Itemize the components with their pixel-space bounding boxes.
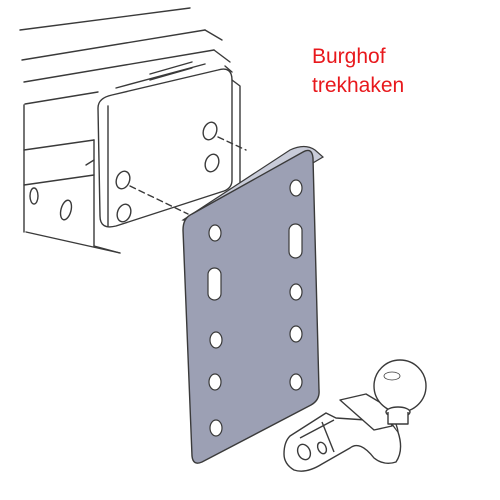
mounting-plate-icon: [181, 145, 325, 464]
tow-ball-coupling-icon: [283, 359, 427, 472]
brand-caption: Burghof trekhaken: [312, 42, 404, 100]
product-name: trekhaken: [312, 74, 405, 97]
brand-name: Burghof: [312, 45, 386, 68]
